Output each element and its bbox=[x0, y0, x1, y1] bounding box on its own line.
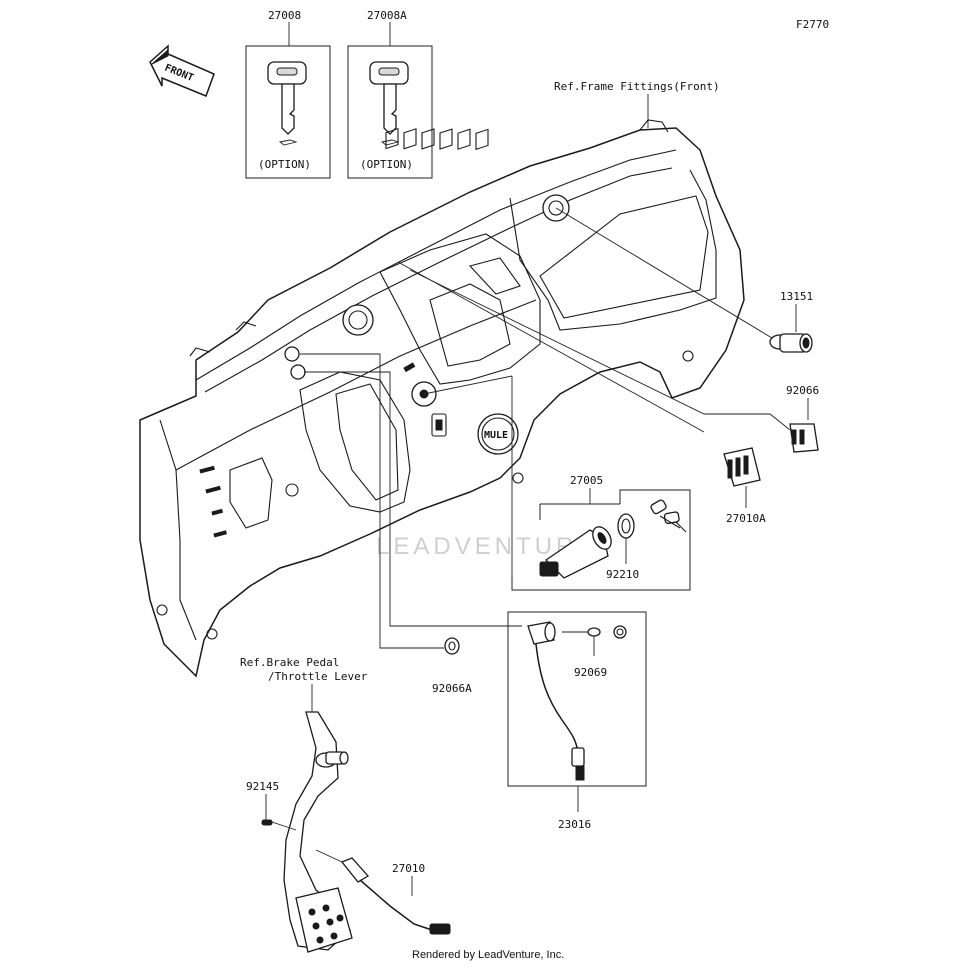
part-label: 92066A bbox=[432, 682, 472, 695]
part-label: 27010 bbox=[392, 862, 425, 875]
key-option-note: (OPTION) bbox=[258, 158, 311, 171]
ref-throttle-lever: /Throttle Lever bbox=[268, 670, 368, 683]
key-option-note: (OPTION) bbox=[360, 158, 413, 171]
part-92066: 92066 bbox=[786, 384, 819, 453]
part-23016-assembly: 92069 23016 bbox=[507, 611, 647, 831]
key-box-27008a: 27008A (OPTION) bbox=[347, 9, 433, 179]
ref-frame-fittings: Ref.Frame Fittings(Front) bbox=[554, 80, 720, 93]
dashboard-panel: MULE bbox=[139, 119, 745, 678]
part-label: 92145 bbox=[246, 780, 279, 793]
credit-text: Rendered by LeadVenture, Inc. bbox=[412, 949, 564, 961]
part-label: 23016 bbox=[558, 818, 591, 831]
key-box-27008: 27008 (OPTION) bbox=[245, 9, 331, 179]
part-label: 13151 bbox=[780, 290, 813, 303]
part-27010: 27010 bbox=[315, 849, 451, 935]
part-label: 92066 bbox=[786, 384, 819, 397]
part-27010a: 27010A bbox=[723, 447, 766, 525]
front-arrow-icon: FRONT bbox=[149, 44, 215, 97]
part-92145: 92145 bbox=[246, 780, 297, 831]
mule-badge: MULE bbox=[484, 430, 508, 441]
part-label: 27010A bbox=[726, 512, 766, 525]
part-13151: 13151 bbox=[769, 290, 813, 353]
part-label: 92069 bbox=[574, 666, 607, 679]
diagram-code: F2770 bbox=[796, 18, 829, 31]
brake-pedal bbox=[283, 711, 353, 953]
switch-cutouts bbox=[385, 127, 489, 151]
ref-brake-pedal: Ref.Brake Pedal bbox=[240, 656, 339, 669]
part-27005-assembly: 27005 92210 bbox=[511, 474, 691, 591]
key-part-number: 27008A bbox=[367, 9, 407, 22]
part-92066a: 92066A bbox=[432, 637, 472, 695]
key-part-number: 27008 bbox=[268, 9, 301, 22]
part-label: 92210 bbox=[606, 568, 639, 581]
part-label: 27005 bbox=[570, 474, 603, 487]
